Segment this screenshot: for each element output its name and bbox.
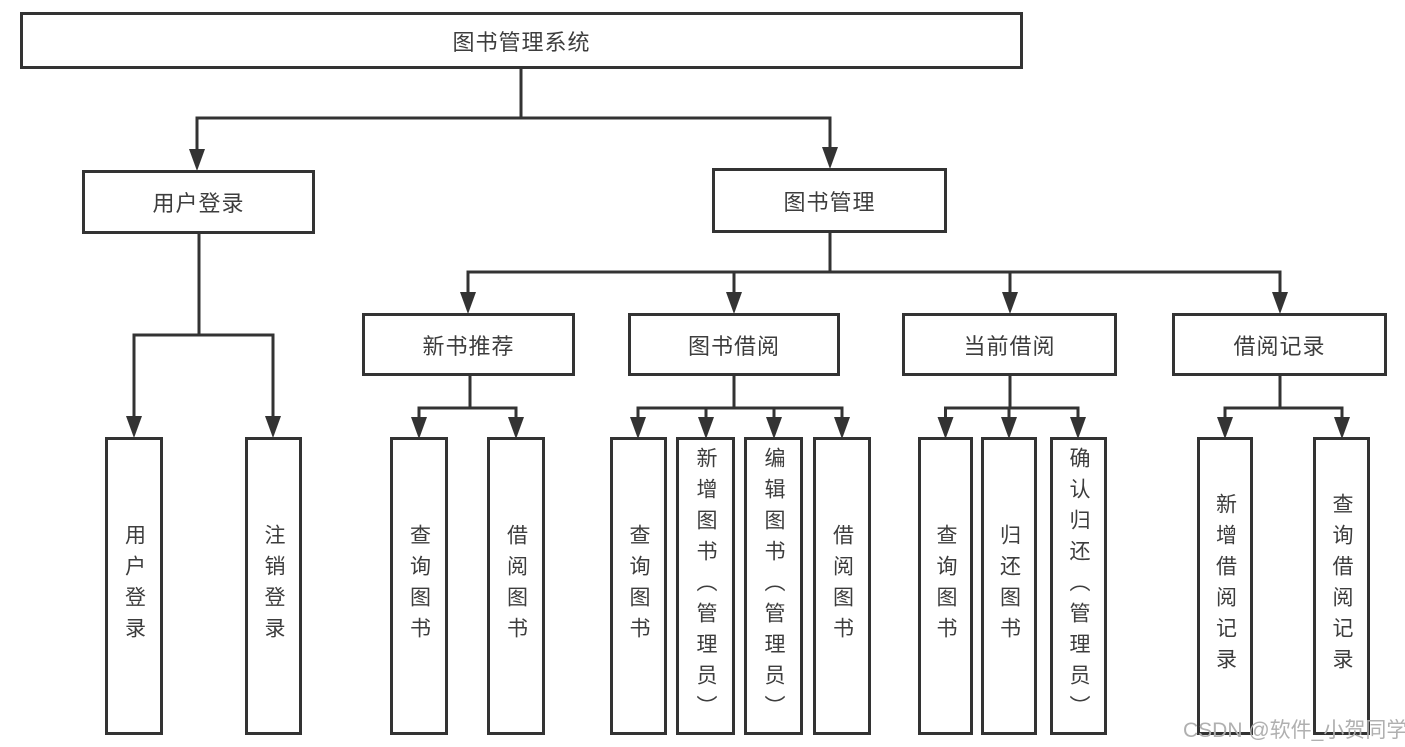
node-user-login-leaf: 用户登录 — [105, 437, 163, 735]
arrowhead — [937, 417, 954, 439]
node-book-management: 图书管理 — [712, 168, 947, 233]
arrowhead — [460, 292, 476, 314]
arrowhead — [508, 417, 524, 439]
arrowhead — [834, 417, 850, 439]
node-logout: 注销登录 — [245, 437, 302, 735]
arrowhead — [126, 416, 142, 438]
arrowhead — [1217, 417, 1233, 439]
node-query-borrow-record: 查询借阅记录 — [1313, 437, 1370, 735]
node-confirm-return-admin: 确认归还（管理员） — [1050, 437, 1107, 735]
arrowhead — [630, 417, 646, 439]
arrowhead — [411, 417, 427, 439]
node-borrow-records: 借阅记录 — [1172, 313, 1387, 376]
connector-new-book-children — [411, 376, 524, 439]
node-return-book: 归还图书 — [981, 437, 1037, 735]
node-borrow-book: 借阅图书 — [813, 437, 871, 735]
arrowhead — [698, 417, 714, 439]
arrowhead — [766, 417, 782, 439]
arrowhead — [822, 147, 838, 169]
connector-borrow-records-children — [1217, 376, 1350, 439]
arrowhead — [1001, 417, 1017, 439]
node-user-login: 用户登录 — [82, 170, 315, 234]
node-edit-book-admin: 编辑图书（管理员） — [744, 437, 803, 735]
arrowhead — [1272, 292, 1288, 314]
node-new-book-recommend: 新书推荐 — [362, 313, 575, 376]
arrowhead — [1070, 417, 1086, 439]
arrowhead — [726, 292, 742, 314]
connector-root-to-level2 — [189, 69, 838, 171]
node-add-borrow-record: 新增借阅记录 — [1197, 437, 1253, 735]
node-query-book-borrow: 查询图书 — [610, 437, 667, 735]
node-current-borrow: 当前借阅 — [902, 313, 1117, 376]
node-query-book-recommend: 查询图书 — [390, 437, 448, 735]
connector-current-borrow-children — [937, 376, 1086, 439]
arrowhead — [189, 149, 205, 171]
connector-user-login-children — [126, 234, 281, 438]
arrowhead — [265, 416, 281, 438]
node-book-borrow: 图书借阅 — [628, 313, 840, 376]
node-root-system: 图书管理系统 — [20, 12, 1023, 69]
connector-book-borrow-children — [630, 376, 850, 439]
csdn-watermark: CSDN @软件_小贺同学 — [1183, 719, 1405, 742]
node-borrow-book-recommend: 借阅图书 — [487, 437, 545, 735]
arrowhead — [1002, 292, 1018, 314]
node-add-book-admin: 新增图书（管理员） — [676, 437, 735, 735]
connector-book-mgmt-children — [460, 233, 1288, 314]
arrowhead — [1334, 417, 1350, 439]
node-query-book-current: 查询图书 — [918, 437, 973, 735]
